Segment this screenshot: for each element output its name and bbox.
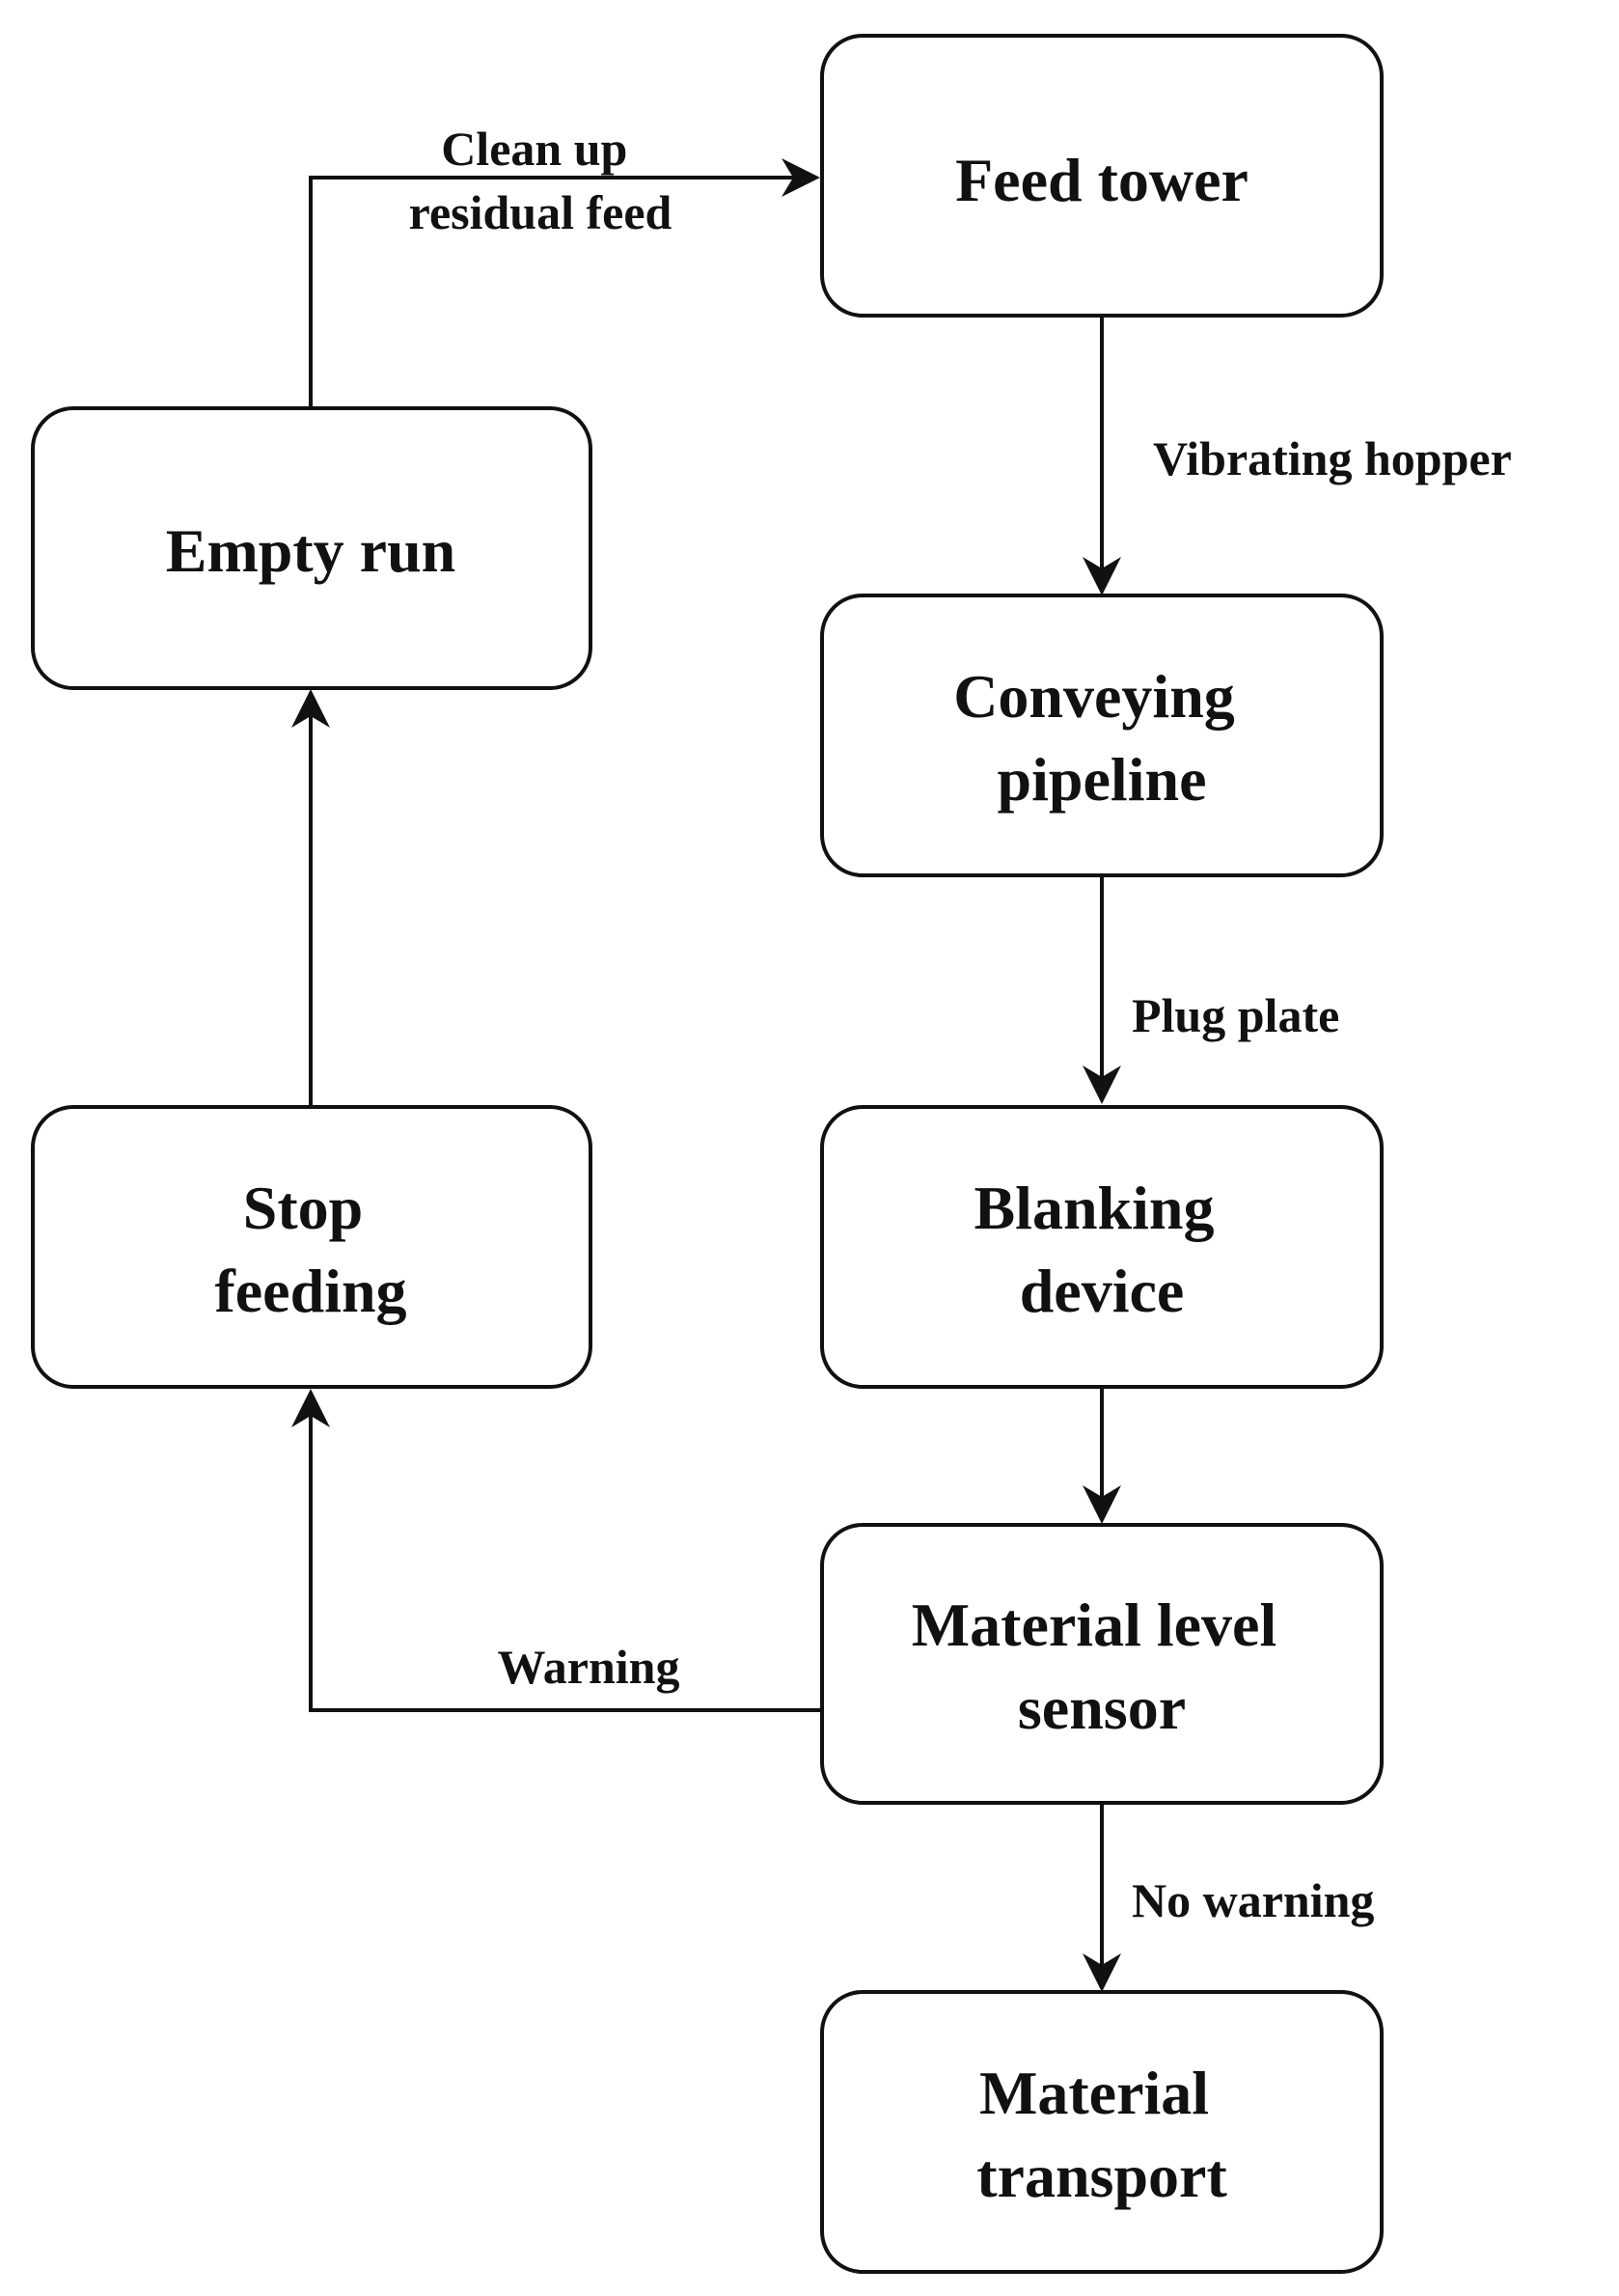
node-label-stop-feeding: Stop feeding bbox=[214, 1174, 406, 1325]
node-box bbox=[820, 594, 1384, 877]
edge-empty-run-to-feed-tower: Clean up residual feed bbox=[309, 122, 820, 408]
node-label-material-level-sensor: Material level sensor bbox=[912, 1591, 1292, 1742]
node-stop-feeding: Stop feeding bbox=[31, 1105, 592, 1389]
node-label-material-transport: Material transport bbox=[976, 2059, 1227, 2210]
edge-line bbox=[309, 158, 820, 408]
node-box bbox=[820, 1990, 1384, 2274]
node-label-conveying-pipeline: Conveying pipeline bbox=[953, 662, 1250, 814]
node-label-line: Conveying bbox=[953, 662, 1235, 731]
node-conveying-pipeline: Conveying pipeline bbox=[820, 594, 1384, 877]
edge-label-clean-up-residual-feed: Clean up residual feed bbox=[409, 122, 672, 239]
node-feed-tower: Feed tower bbox=[820, 34, 1384, 318]
edge-conveying-pipeline-to-blanking-device: Plug plate bbox=[1083, 875, 1339, 1104]
node-label-line: Feed tower bbox=[955, 146, 1249, 214]
node-label-line: sensor bbox=[1018, 1674, 1186, 1742]
edge-label-vibrating-hopper: Vibrating hopper bbox=[1153, 431, 1512, 485]
edge-label-line: Warning bbox=[498, 1640, 680, 1694]
node-label-line: Empty run bbox=[166, 516, 456, 585]
edge-label-line: Vibrating hopper bbox=[1153, 431, 1512, 485]
node-box bbox=[31, 1105, 592, 1389]
node-label-line: device bbox=[1020, 1257, 1185, 1325]
node-label-feed-tower: Feed tower bbox=[955, 146, 1249, 214]
edge-label-line: residual feed bbox=[409, 185, 672, 239]
node-label-line: Material level bbox=[912, 1591, 1276, 1659]
node-box bbox=[820, 1105, 1384, 1389]
edge-label-plug-plate: Plug plate bbox=[1132, 988, 1339, 1042]
node-label-line: Stop bbox=[243, 1174, 364, 1242]
edge-label-line: No warning bbox=[1132, 1873, 1374, 1927]
node-label-line: Blanking bbox=[974, 1174, 1214, 1242]
edge-feed-tower-to-conveying-pipeline: Vibrating hopper bbox=[1083, 316, 1512, 595]
node-empty-run: Empty run bbox=[31, 406, 592, 690]
node-material-level-sensor: Material level sensor bbox=[820, 1523, 1384, 1805]
edge-material-level-sensor-to-stop-feeding: Warning bbox=[291, 1389, 822, 1712]
node-box bbox=[820, 34, 1384, 318]
edge-label-warning: Warning bbox=[498, 1640, 680, 1694]
node-label-line: transport bbox=[976, 2142, 1227, 2210]
edge-label-line: Plug plate bbox=[1132, 988, 1339, 1042]
node-label-line: Material bbox=[979, 2059, 1209, 2127]
node-blanking-device: Blanking device bbox=[820, 1105, 1384, 1389]
node-label-line: feeding bbox=[214, 1257, 406, 1325]
node-material-transport: Material transport bbox=[820, 1990, 1384, 2274]
node-box bbox=[31, 406, 592, 690]
edge-material-level-sensor-to-material-transport: No warning bbox=[1083, 1803, 1374, 1992]
edge-label-no-warning: No warning bbox=[1132, 1873, 1374, 1927]
node-label-blanking-device: Blanking device bbox=[974, 1174, 1229, 1325]
edge-label-line: Clean up bbox=[441, 122, 627, 176]
node-label-empty-run: Empty run bbox=[166, 516, 456, 585]
node-label-line: pipeline bbox=[998, 745, 1207, 814]
node-box bbox=[820, 1523, 1384, 1805]
edge-line bbox=[291, 1389, 822, 1712]
